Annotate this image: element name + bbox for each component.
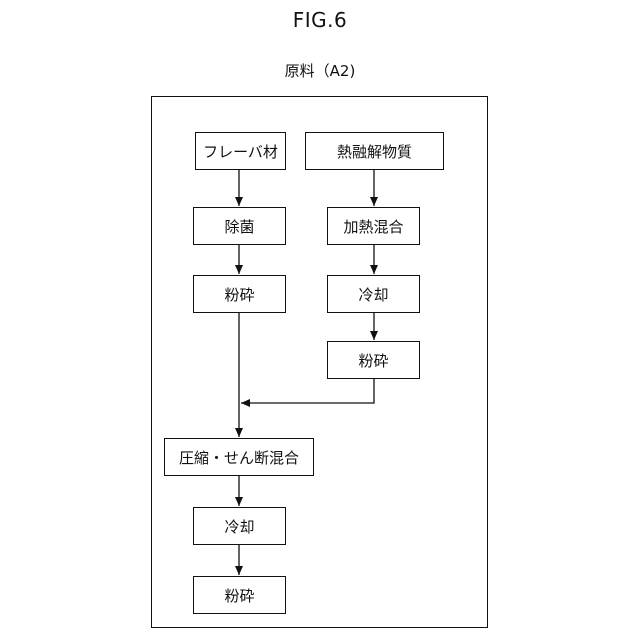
- box-sterilize: 除菌: [193, 207, 286, 245]
- box-merged-cool: 冷却: [193, 507, 286, 545]
- box-compress-shear-mix: 圧縮・せん断混合: [164, 438, 314, 476]
- box-right-cool: 冷却: [327, 275, 420, 313]
- box-right-grind: 粉砕: [327, 341, 420, 379]
- box-final-grind: 粉砕: [193, 576, 286, 614]
- arrow-right-grind-merge: [241, 379, 374, 403]
- box-left-grind: 粉砕: [193, 275, 286, 313]
- box-flavor-material: フレーバ材: [195, 132, 286, 170]
- box-heat-mix: 加熱混合: [327, 207, 420, 245]
- box-hotmelt-substance: 熱融解物質: [305, 132, 444, 170]
